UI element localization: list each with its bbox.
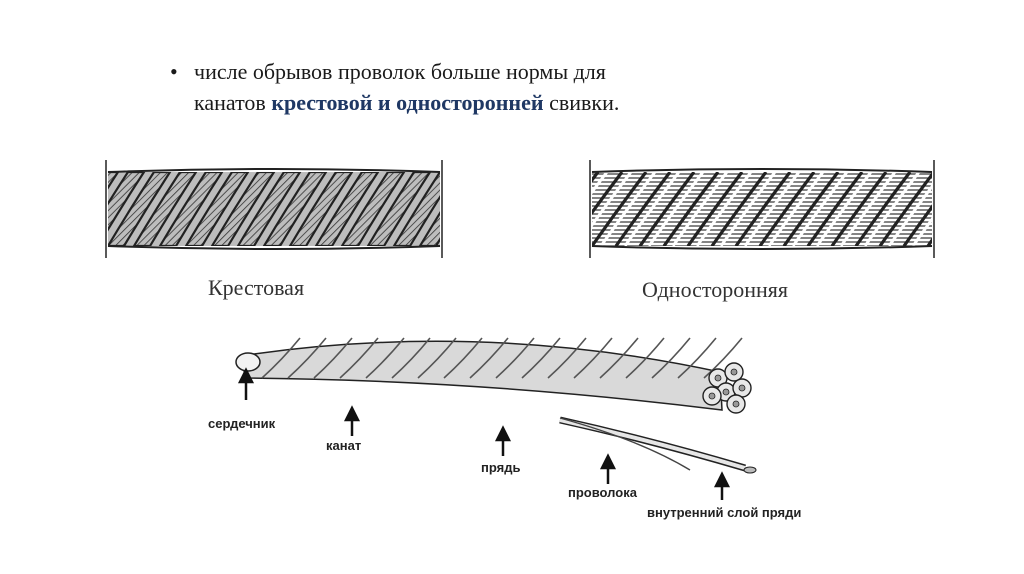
bullet-marker: • [170, 59, 178, 84]
rope-anatomy-drawing [235, 337, 757, 500]
paragraph-line-2: канатов крестовой и односторонней свивки… [172, 87, 812, 118]
bullet-paragraph: • числе обрывов проволок больше нормы дл… [170, 56, 812, 118]
caption-lang-lay: Односторонняя [642, 277, 788, 302]
label-inner-layer: внутренний слой пряди [647, 505, 802, 520]
caption-cross-lay: Крестовая [208, 275, 305, 300]
label-strand: прядь [481, 460, 521, 475]
line2-suffix: свивки. [543, 90, 620, 115]
paragraph-line-1: числе обрывов проволок больше нормы для [194, 59, 606, 84]
label-wire: проволока [568, 485, 637, 500]
line2-prefix: канатов [194, 90, 272, 115]
cross-lay-rope [105, 160, 443, 258]
lang-lay-rope [589, 160, 935, 258]
label-rope: канат [326, 438, 362, 453]
label-core: сердечник [208, 416, 276, 431]
line2-emphasis: крестовой и односторонней [271, 90, 544, 115]
